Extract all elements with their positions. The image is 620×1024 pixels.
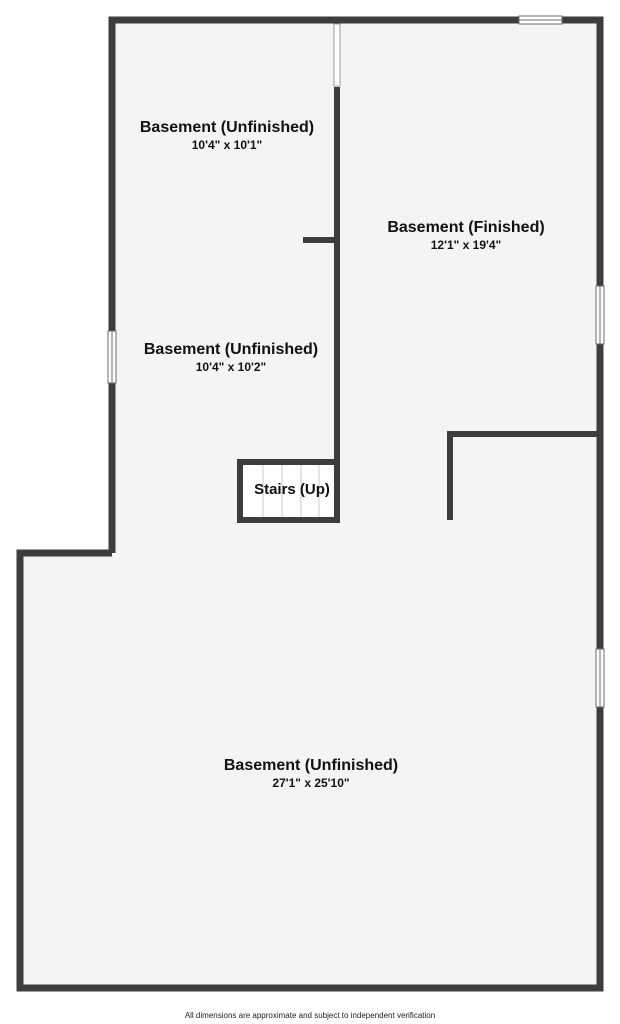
stairs-label: Stairs (Up): [254, 481, 330, 498]
room-label-middle-left: Basement (Unfinished) 10'4" x 10'2": [144, 340, 318, 375]
room-name: Basement (Unfinished): [223, 757, 399, 774]
disclaimer-text: All dimensions are approximate and subje…: [184, 1011, 436, 1020]
interior-walls: [303, 87, 600, 520]
stairs: [237, 459, 340, 523]
room-dimensions: 10'4" x 10'2": [195, 360, 267, 374]
room-dimensions: 12'1" x 19'4": [430, 238, 502, 252]
room-label-bottom: Basement (Unfinished) 27'1" x 25'10": [224, 756, 398, 791]
room-label-upper-left: Basement (Unfinished) 10'4" x 10'1": [140, 118, 314, 153]
window-right-upper: [595, 285, 605, 345]
room-label-right: Basement (Finished) 12'1" x 19'4": [387, 218, 544, 253]
window-left: [107, 330, 117, 384]
window-right-lower: [595, 648, 605, 708]
interior-wall-right-return: [447, 431, 600, 520]
room-name: Basement (Unfinished): [143, 341, 319, 358]
windows: [107, 15, 605, 708]
doorway: [333, 23, 341, 87]
room-dimensions: 27'1" x 25'10": [272, 776, 350, 790]
exterior-wall: [16, 16, 604, 992]
room-dimensions: 10'4" x 10'1": [191, 138, 263, 152]
room-name: Basement (Unfinished): [139, 119, 315, 136]
room-name: Basement (Finished): [387, 219, 545, 236]
room-label-stairs: Stairs (Up): [254, 481, 330, 498]
window-top: [518, 15, 563, 25]
